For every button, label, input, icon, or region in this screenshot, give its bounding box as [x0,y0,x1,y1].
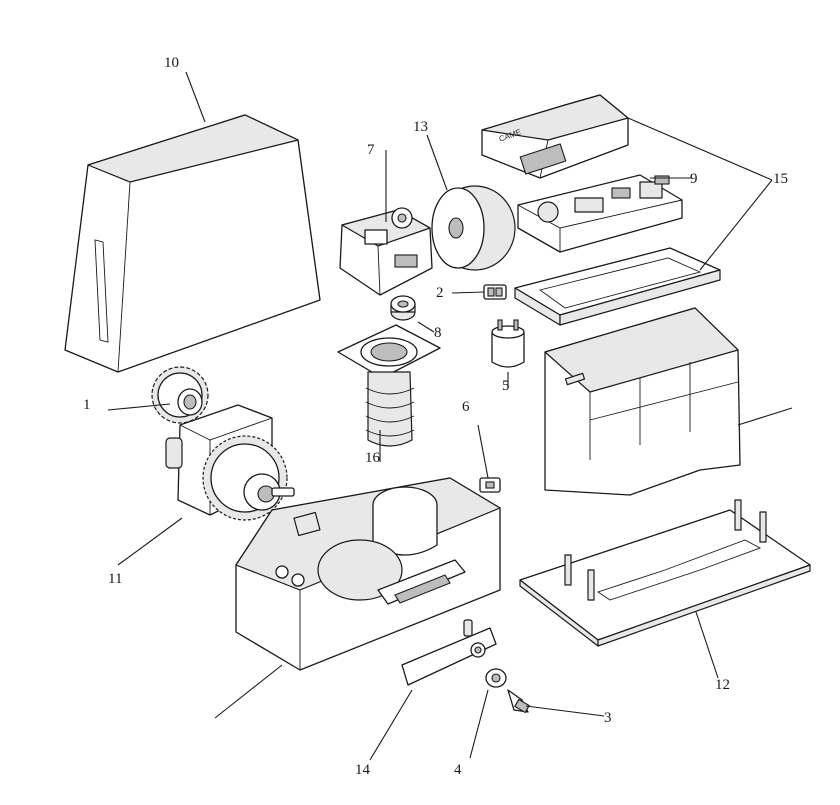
transformer-part [431,185,516,271]
leader-lines [107,71,793,761]
capacitor-part [491,319,525,368]
callout-13: 13 [413,119,428,135]
callout-4: 4 [454,762,462,778]
callout-8: 8 [434,325,442,341]
connector-part [483,284,507,300]
callout-2: 2 [436,285,444,301]
board-base-part [514,247,721,326]
callout-5: 5 [502,378,510,394]
callout-14: 14 [355,762,371,778]
callout-9: 9 [690,171,698,187]
callout-12: 12 [715,677,730,693]
callout-16: 16 [365,450,381,466]
pinion-gear-part [151,366,209,424]
callout-10: 10 [164,55,179,71]
callout-6: 6 [462,399,470,415]
lock-cylinder-part [485,668,507,688]
callout-7: 7 [367,142,375,158]
control-module-part [339,207,433,296]
callout-1: 1 [83,397,91,413]
callout-labels: 10 1 11 7 13 2 8 5 6 16 9 15 12 3 4 14 [83,55,788,778]
base-housing-part [235,477,501,671]
callout-3: 3 [604,710,612,726]
release-key-part [507,689,530,714]
support-frame-part [544,307,741,496]
release-lever-part [401,619,497,686]
control-unit-cover-part: CAME [481,94,629,179]
foundation-plate-part [519,499,811,647]
gearmotor-part [165,404,295,521]
spring-plate-part [337,324,441,447]
cover-housing-part [64,114,321,373]
circuit-board-part [517,174,683,253]
limit-switch-part [479,477,501,493]
callout-11: 11 [108,571,122,587]
callout-15: 15 [773,171,788,187]
bushing-part [390,295,416,321]
